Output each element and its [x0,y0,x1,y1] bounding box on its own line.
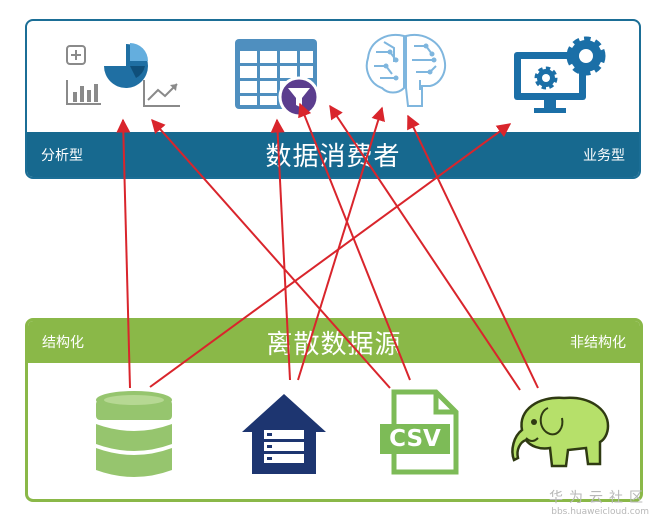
analytics-chart-icon [66,43,180,107]
csv-label: CSV [389,426,441,452]
analytical-label: 分析型 [41,147,83,164]
brain-ai-icon [365,34,446,107]
consumers-title-band: 分析型 数据消费者 业务型 [27,132,639,177]
business-label: 业务型 [583,147,625,164]
sources-title-band: 结构化 离散数据源 非结构化 [28,321,640,363]
database-icon [96,391,172,477]
table-filter-icon [235,39,320,117]
watermark-url: bbs.huaweicloud.com [551,507,649,517]
watermark: 华为云社区 bbs.huaweicloud.com [549,487,649,517]
watermark-main: 华为云社区 [549,490,649,506]
structured-label: 结构化 [42,335,84,351]
data-warehouse-house-icon [242,394,326,474]
consumers-title: 数据消费者 [265,142,401,172]
hadoop-elephant-icon [511,396,610,468]
unstructured-label: 非结构化 [570,335,626,351]
csv-file-icon: CSV [378,388,464,476]
sources-title: 离散数据源 [266,329,402,360]
monitor-gear-icon [514,36,606,113]
